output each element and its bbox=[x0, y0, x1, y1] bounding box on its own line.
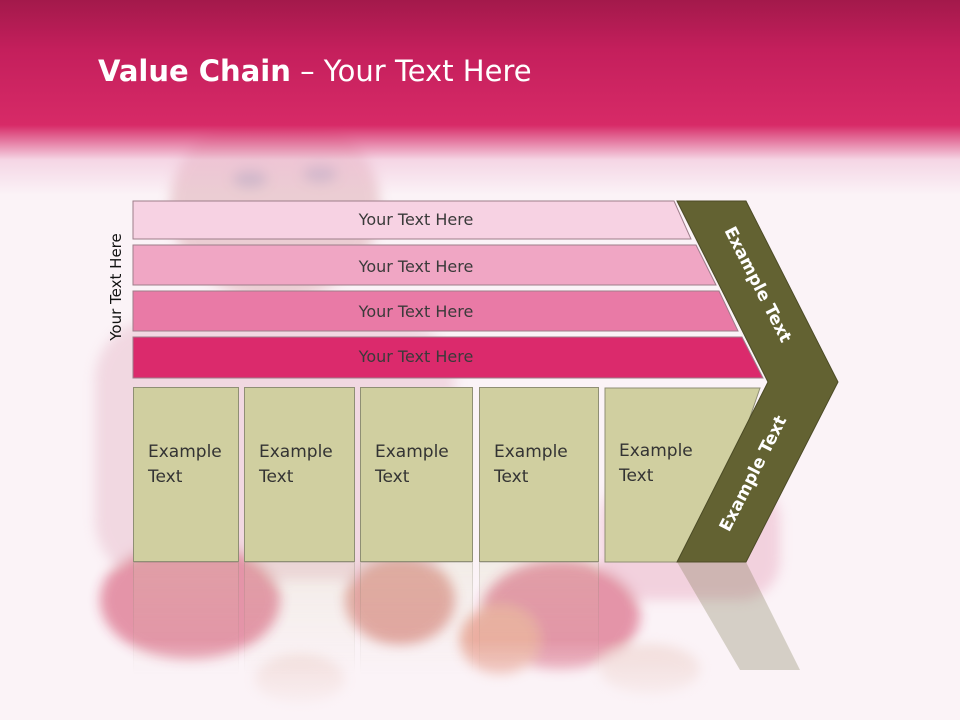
reflection bbox=[677, 562, 800, 670]
bar-3[interactable] bbox=[132, 290, 739, 332]
bar-4[interactable] bbox=[132, 336, 764, 379]
box-2-line1: Example bbox=[259, 442, 333, 462]
chevron-arrow[interactable] bbox=[676, 200, 839, 563]
box-3-line2: Text bbox=[375, 467, 410, 487]
box-reflection-4 bbox=[479, 562, 599, 702]
box-1-line2: Text bbox=[148, 467, 183, 487]
box-4-line1: Example bbox=[494, 442, 568, 462]
header-band bbox=[0, 0, 960, 195]
bar-4-label: Your Text Here bbox=[358, 347, 474, 366]
box-reflection-2 bbox=[244, 562, 355, 702]
box-5-line2: Text bbox=[619, 466, 654, 486]
box-5-line1: Example bbox=[619, 441, 693, 461]
box-4-line2: Text bbox=[494, 467, 529, 487]
bar-2[interactable] bbox=[132, 244, 717, 286]
bar-3-label: Your Text Here bbox=[358, 302, 474, 321]
box-reflection-3 bbox=[360, 562, 473, 702]
title-rest: – Your Text Here bbox=[290, 54, 532, 88]
bar-1[interactable] bbox=[132, 200, 692, 240]
title-bold: Value Chain bbox=[98, 54, 291, 88]
bar-1-label: Your Text Here bbox=[358, 210, 474, 229]
box-reflection-1 bbox=[133, 562, 239, 702]
slide-title: Value Chain – Your Text Here bbox=[98, 54, 532, 88]
box-1-line1: Example bbox=[148, 442, 222, 462]
box-3-line1: Example bbox=[375, 442, 449, 462]
box-2-line2: Text bbox=[259, 467, 294, 487]
bar-2-label: Your Text Here bbox=[358, 257, 474, 276]
